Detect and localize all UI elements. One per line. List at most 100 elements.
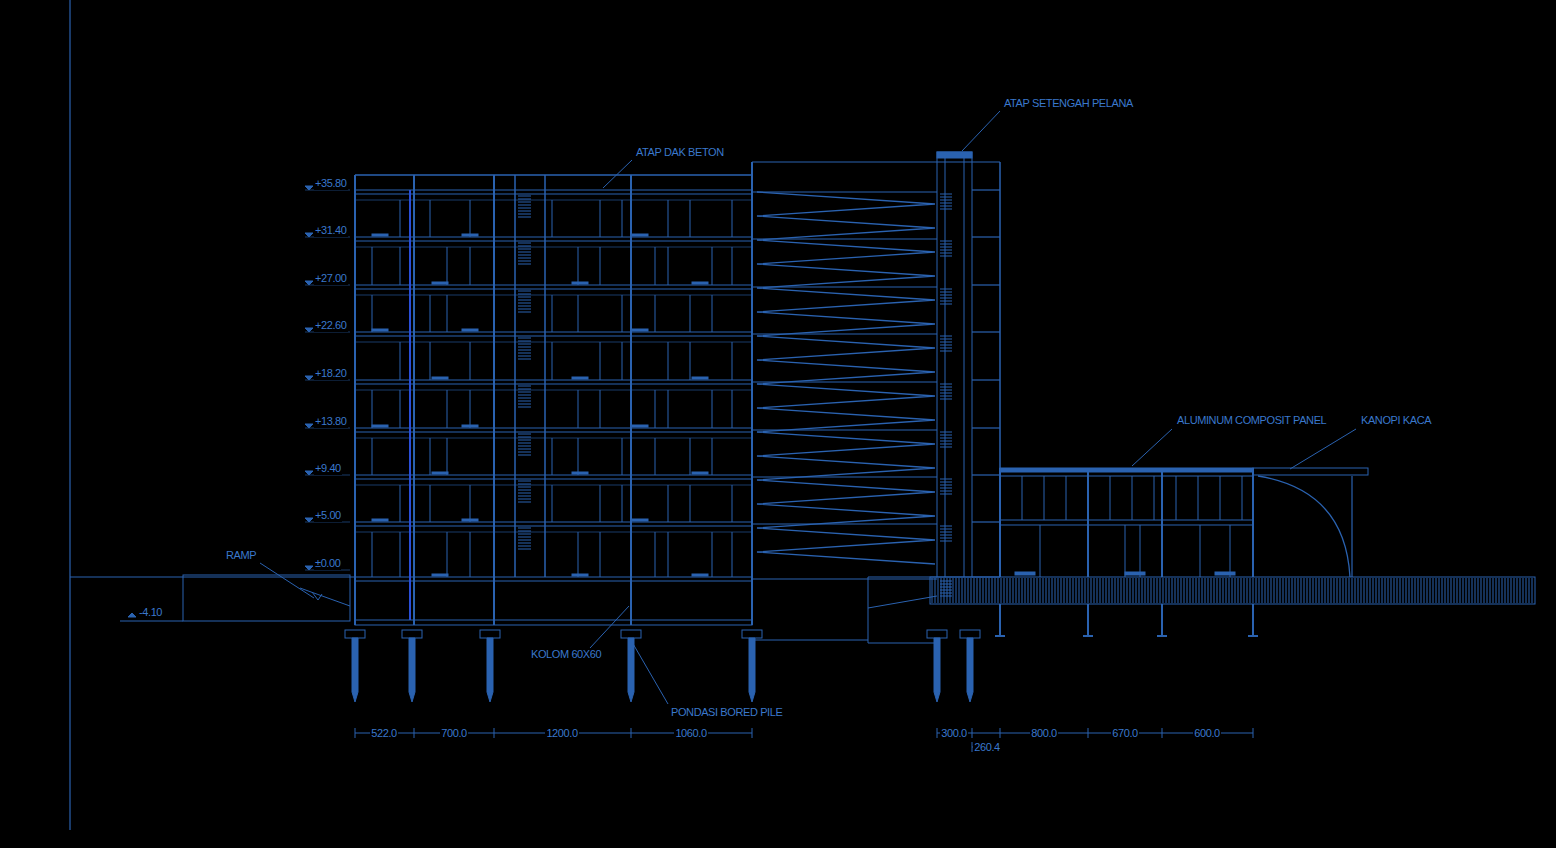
stair-tread <box>940 596 952 597</box>
pile-cap <box>960 630 980 638</box>
partition-line <box>600 247 601 285</box>
slab-hatch <box>1205 578 1206 603</box>
slab-hatch <box>1274 578 1275 603</box>
slab-hatch <box>1343 578 1344 603</box>
stair-tread <box>940 250 952 251</box>
slab-hatch <box>965 578 966 603</box>
floor-edge <box>972 576 1000 577</box>
slab-hatch <box>1451 578 1452 603</box>
level-label: +31.40 <box>314 224 348 237</box>
dimension-label: 670.0 <box>1111 727 1139 740</box>
partition-line <box>470 247 471 285</box>
slab-hatch <box>1082 578 1083 603</box>
partition-line <box>447 247 448 285</box>
slab-hatch <box>1517 578 1518 603</box>
dimension-label: 522.0 <box>370 727 398 740</box>
level-mark <box>305 376 313 380</box>
short-pile <box>1161 604 1163 636</box>
tower-roof <box>937 152 972 158</box>
floor-edge <box>972 379 1000 380</box>
stair-tread <box>518 386 531 387</box>
stair-tread <box>518 392 531 393</box>
slab-hatch <box>1169 578 1170 603</box>
partition-line <box>622 342 623 380</box>
partition-line <box>1200 525 1201 577</box>
stair-tread <box>518 338 531 339</box>
stair-tread <box>940 289 952 290</box>
slab-hatch <box>1430 578 1431 603</box>
stair-tread <box>940 444 952 445</box>
stair-tread <box>518 449 531 450</box>
partition-line <box>668 200 669 237</box>
callout-label: ATAP DAK BETON <box>635 146 725 159</box>
partition-line <box>622 200 623 237</box>
level-line <box>120 621 183 622</box>
slab-hatch <box>1406 578 1407 603</box>
stair-tread <box>518 401 531 402</box>
slab-hatch <box>1370 578 1371 603</box>
leader-line <box>632 642 668 704</box>
floor-edge <box>972 189 1000 190</box>
slab-hatch <box>1490 578 1491 603</box>
slab-hatch <box>1103 578 1104 603</box>
partition-line <box>690 485 691 522</box>
slab-hatch <box>1349 578 1350 603</box>
furniture-mark <box>1015 572 1035 575</box>
stair-tread <box>518 202 531 203</box>
slab-hatch <box>1037 578 1038 603</box>
level-label: +5.00 <box>314 509 342 522</box>
stair-tread <box>518 217 531 218</box>
callout-label: RAMP <box>225 549 257 562</box>
pile-cap <box>742 630 762 638</box>
slab-hatch <box>1433 578 1434 603</box>
stair-tread <box>518 252 531 253</box>
slab-hatch <box>1418 578 1419 603</box>
slab-hatch <box>1235 578 1236 603</box>
partition-line <box>600 200 601 237</box>
slab-hatch <box>1289 578 1290 603</box>
stair-tower <box>937 152 972 577</box>
slab-hatch <box>1232 578 1233 603</box>
basement-outline <box>868 577 937 643</box>
slab-hatch <box>1187 578 1188 603</box>
slab-hatch <box>1028 578 1029 603</box>
slab-hatch <box>1337 578 1338 603</box>
bored-pile <box>934 638 940 702</box>
partition-line <box>732 247 733 285</box>
partition-line <box>552 485 553 522</box>
slab-hatch <box>1193 578 1194 603</box>
stair-tread <box>940 529 952 530</box>
stair-tread <box>940 432 952 433</box>
column-line <box>354 175 356 625</box>
level-mark <box>305 328 313 332</box>
slab-hatch <box>1064 578 1065 603</box>
stair-tread <box>940 339 952 340</box>
partition-line <box>578 532 579 577</box>
slab-hatch <box>1412 578 1413 603</box>
slab-hatch <box>998 578 999 603</box>
partition-line <box>447 532 448 577</box>
stair-tread <box>518 407 531 408</box>
slab-hatch <box>1085 578 1086 603</box>
slab-hatch <box>1340 578 1341 603</box>
slab-hatch <box>1040 578 1041 603</box>
slab-hatch <box>1202 578 1203 603</box>
slab-hatch <box>1286 578 1287 603</box>
stair-tread <box>518 246 531 247</box>
stair-tread <box>940 482 952 483</box>
stair-tread <box>518 196 531 197</box>
floor-edge <box>972 427 1000 428</box>
slab-hatch <box>1013 578 1014 603</box>
stair-tread <box>940 479 952 480</box>
partition-line <box>372 247 373 285</box>
bored-pile <box>352 638 358 702</box>
partition-line <box>470 342 471 380</box>
slab-hatch <box>1493 578 1494 603</box>
furniture-mark <box>1215 572 1235 575</box>
slab-hatch <box>1001 578 1002 603</box>
partition-line <box>447 295 448 332</box>
window-mullion <box>1110 476 1111 520</box>
slab-hatch <box>1532 578 1533 603</box>
stair-core <box>544 175 546 577</box>
highlight-column <box>409 190 411 620</box>
